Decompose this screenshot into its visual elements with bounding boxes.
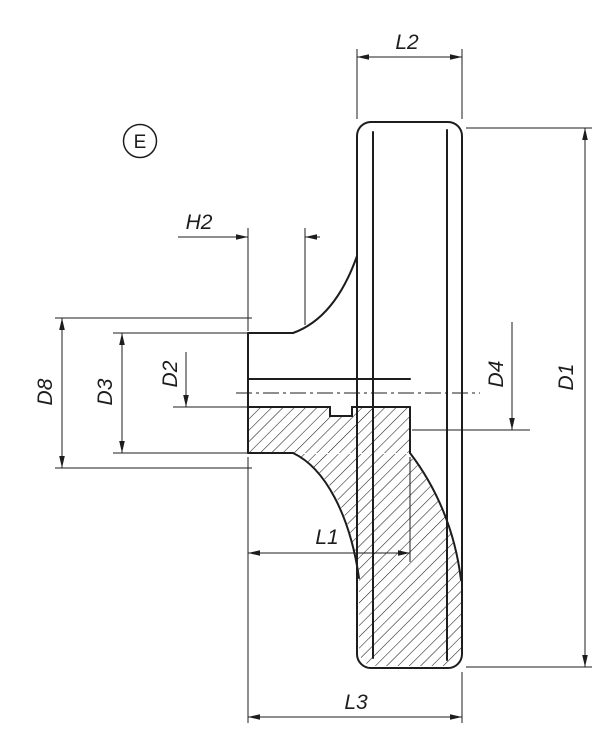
part-geometry [247,121,463,669]
spoke-rim-section-hatch [294,454,461,666]
d1-arrow-top [582,128,588,140]
d4-arrow [509,418,515,430]
bore-bottom-edge-with-keyway [247,406,411,417]
h2-arrow-left [236,234,248,240]
section-hatching [248,407,461,666]
rim-outline [356,121,463,669]
l2-arrow-right [450,54,462,60]
l1-arrow-right [398,550,410,556]
web-lower-right-curve [409,452,462,581]
l2-arrow-left [357,54,369,60]
d1-arrow-bottom [582,655,588,667]
dim-label-d2: D2 [159,360,182,387]
view-label: E [122,123,158,159]
dim-label-h2: H2 [186,211,213,234]
view-label-circle [122,123,158,159]
l3-arrow-right [450,714,462,720]
d3-arrow-bottom [119,441,125,453]
d2-arrow [183,395,189,407]
dimension-arrows [59,54,588,720]
dimension-labels: L2 H2 D8 D3 D2 D4 D1 L1 L3 [34,31,578,714]
dim-label-l2: L2 [395,31,419,54]
hub-section-hatch [248,407,410,453]
d3-arrow-top [119,333,125,345]
d8-arrow-bottom [59,456,65,468]
h2-arrow-right [305,234,317,240]
d8-arrow-top [59,318,65,330]
dim-label-l1: L1 [315,526,338,549]
dim-label-d3: D3 [94,378,117,405]
l3-arrow-left [248,714,260,720]
l1-arrow-left [248,550,260,556]
view-label-letter: E [134,132,147,153]
dim-label-l3: L3 [344,691,368,714]
dim-label-d1: D1 [555,364,578,391]
dimension-lines [55,49,592,723]
dim-label-d8: D8 [34,378,57,405]
web-lower-left-curve [292,452,360,579]
dim-label-d4: D4 [485,361,508,388]
web-upper-curve [292,255,358,334]
